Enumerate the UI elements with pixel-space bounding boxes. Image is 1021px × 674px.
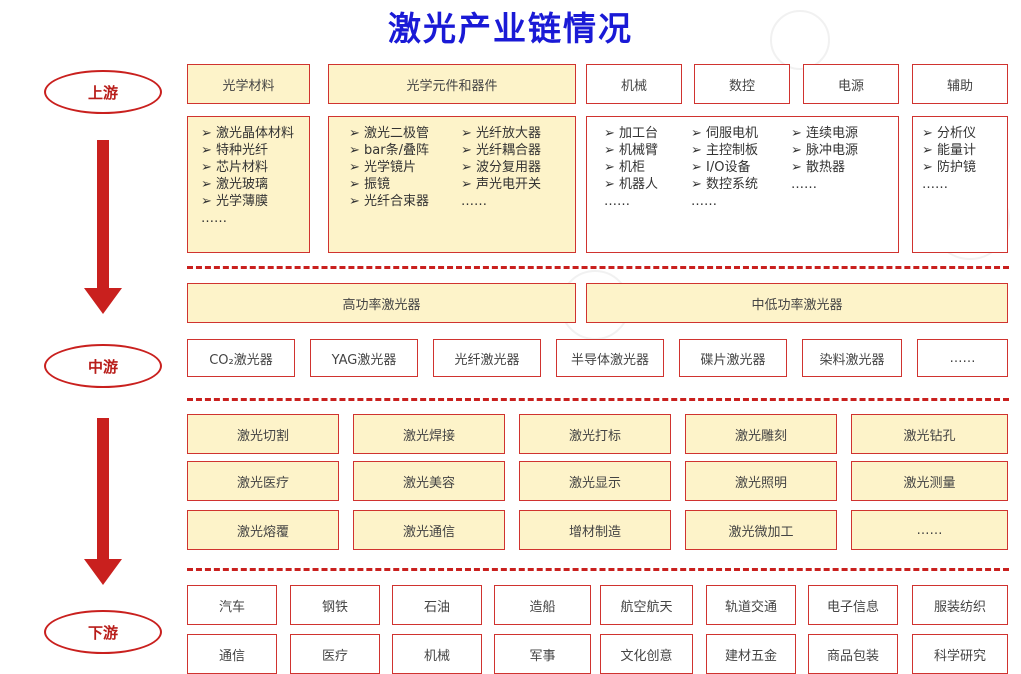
- application-display: 激光显示: [519, 461, 671, 501]
- list-item: ➢ 分析仪: [922, 126, 977, 141]
- list-item: ➢ 波分复用器: [461, 160, 542, 175]
- application-drilling: 激光钻孔: [851, 414, 1008, 454]
- application-additive-manufacturing: 增材制造: [519, 510, 671, 550]
- separator-dashed: [187, 398, 1009, 401]
- list-item: ➢ 主控制板: [691, 143, 759, 158]
- application-cosmetic: 激光美容: [353, 461, 505, 501]
- application-cutting: 激光切割: [187, 414, 339, 454]
- page-title: 激光产业链情况: [388, 9, 633, 48]
- list-item: ➢ 光学镜片: [349, 160, 417, 175]
- list-item: ➢ bar条/叠阵: [349, 143, 429, 158]
- industry-scientific-research: 科学研究: [912, 634, 1008, 674]
- upstream-header-cnc: 数控: [694, 64, 790, 104]
- list-item: ➢ 散热器: [791, 160, 846, 175]
- midstream-low-power: 中低功率激光器: [586, 283, 1008, 323]
- industry-automotive: 汽车: [187, 585, 277, 625]
- laser-type-disk: 碟片激光器: [679, 339, 787, 377]
- list-item: ➢ 光纤耦合器: [461, 143, 542, 158]
- application-measurement: 激光测量: [851, 461, 1008, 501]
- laser-type-yag: YAG激光器: [310, 339, 418, 377]
- application-more: ……: [851, 510, 1008, 550]
- upstream-header-optical-components: 光学元件和器件: [328, 64, 576, 104]
- midstream-high-power: 高功率激光器: [187, 283, 576, 323]
- list-item: ➢ 脉冲电源: [791, 143, 859, 158]
- stage-upstream: 上游: [44, 70, 162, 114]
- application-welding: 激光焊接: [353, 414, 505, 454]
- list-item: ……: [791, 177, 817, 192]
- industry-petroleum: 石油: [392, 585, 482, 625]
- list-item: ……: [604, 194, 630, 209]
- application-cladding: 激光熔覆: [187, 510, 339, 550]
- list-item: ➢ 机械臂: [604, 143, 659, 158]
- list-item: ➢ 防护镜: [922, 160, 977, 175]
- list-item: ➢ 能量计: [922, 143, 977, 158]
- stage-downstream: 下游: [44, 610, 162, 654]
- upstream-header-optical-materials: 光学材料: [187, 64, 310, 104]
- flow-arrow-shaft: [97, 140, 109, 290]
- list-item: ➢ 光纤放大器: [461, 126, 542, 141]
- industry-telecom: 通信: [187, 634, 277, 674]
- list-item: ……: [461, 194, 487, 209]
- application-communication: 激光通信: [353, 510, 505, 550]
- list-item: ➢ 数控系统: [691, 177, 759, 192]
- industry-aerospace: 航空航天: [600, 585, 693, 625]
- list-item: ➢ 振镜: [349, 177, 391, 192]
- list-item: ➢ 特种光纤: [201, 143, 269, 158]
- application-medical: 激光医疗: [187, 461, 339, 501]
- upstream-header-machinery: 机械: [586, 64, 682, 104]
- list-item: ➢ 加工台: [604, 126, 659, 141]
- industry-cultural-creative: 文化创意: [600, 634, 693, 674]
- laser-type-more: ……: [917, 339, 1008, 377]
- list-item: ➢ 激光二极管: [349, 126, 430, 141]
- industry-textiles: 服装纺织: [912, 585, 1008, 625]
- application-lighting: 激光照明: [685, 461, 837, 501]
- application-micromachining: 激光微加工: [685, 510, 837, 550]
- upstream-components-list: ➢ 激光二极管 ➢ bar条/叠阵 ➢ 光学镜片 ➢ 振镜 ➢ 光纤合束器 ➢ …: [328, 116, 576, 253]
- watermark: [770, 10, 830, 70]
- laser-type-semiconductor: 半导体激光器: [556, 339, 664, 377]
- industry-medical: 医疗: [290, 634, 380, 674]
- industry-machinery: 机械: [392, 634, 482, 674]
- list-item: ➢ 声光电开关: [461, 177, 542, 192]
- upstream-header-power: 电源: [803, 64, 899, 104]
- industry-packaging: 商品包装: [808, 634, 898, 674]
- application-engraving: 激光雕刻: [685, 414, 837, 454]
- flow-arrow-head: [84, 288, 122, 314]
- list-item: ➢ 激光玻璃: [201, 177, 269, 192]
- list-item: ➢ 伺服电机: [691, 126, 759, 141]
- industry-steel: 钢铁: [290, 585, 380, 625]
- list-item: ➢ 光学薄膜: [201, 194, 269, 209]
- flow-arrow-shaft: [97, 418, 109, 561]
- upstream-machinery-list: ➢ 加工台 ➢ 机械臂 ➢ 机柜 ➢ 机器人 …… ➢ 伺服电机 ➢ 主控制板 …: [586, 116, 899, 253]
- list-item: ➢ 光纤合束器: [349, 194, 430, 209]
- upstream-header-auxiliary: 辅助: [912, 64, 1008, 104]
- list-item: ……: [922, 177, 948, 192]
- list-item: ➢ 芯片材料: [201, 160, 269, 175]
- upstream-auxiliary-list: ➢ 分析仪 ➢ 能量计 ➢ 防护镜 ……: [912, 116, 1008, 253]
- industry-electronics: 电子信息: [808, 585, 898, 625]
- industry-military: 军事: [494, 634, 591, 674]
- flow-arrow-head: [84, 559, 122, 585]
- laser-type-dye: 染料激光器: [802, 339, 902, 377]
- separator-dashed: [187, 266, 1009, 269]
- list-item: ➢ 机柜: [604, 160, 646, 175]
- list-item: ……: [691, 194, 717, 209]
- industry-building-hardware: 建材五金: [706, 634, 796, 674]
- list-item: ➢ 连续电源: [791, 126, 859, 141]
- industry-shipbuilding: 造船: [494, 585, 591, 625]
- list-item: ➢ 激光晶体材料: [201, 126, 295, 141]
- laser-type-fiber: 光纤激光器: [433, 339, 541, 377]
- industry-rail-transit: 轨道交通: [706, 585, 796, 625]
- list-item: ➢ 机器人: [604, 177, 659, 192]
- application-marking: 激光打标: [519, 414, 671, 454]
- laser-type-co2: CO₂激光器: [187, 339, 295, 377]
- separator-dashed: [187, 568, 1009, 571]
- stage-midstream: 中游: [44, 344, 162, 388]
- upstream-materials-list: ➢ 激光晶体材料 ➢ 特种光纤 ➢ 芯片材料 ➢ 激光玻璃 ➢ 光学薄膜 ……: [187, 116, 310, 253]
- list-item: ……: [201, 211, 227, 226]
- list-item: ➢ I/O设备: [691, 160, 751, 175]
